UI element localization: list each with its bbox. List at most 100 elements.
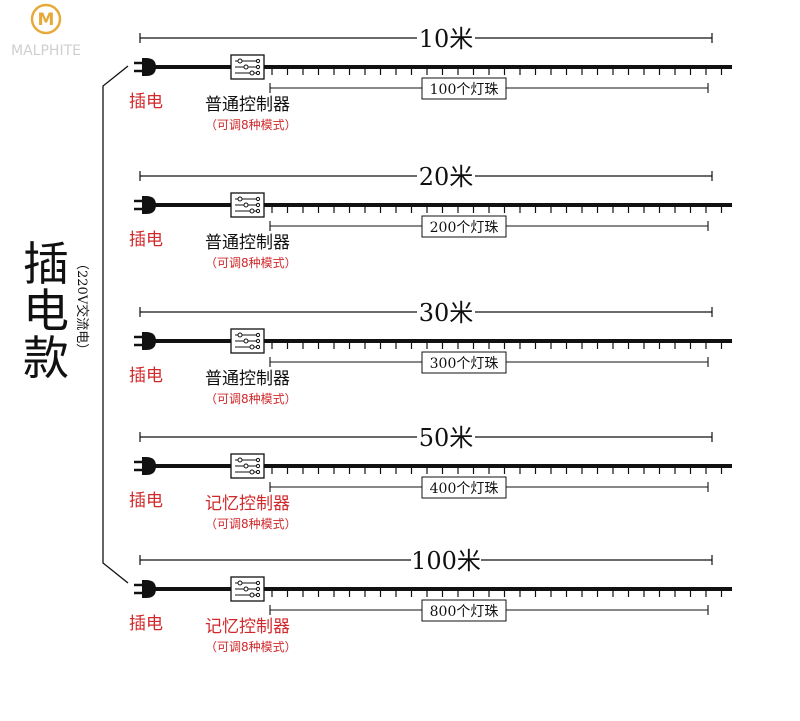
bead-ticks: [271, 341, 723, 349]
controller-modes-note: （可调8种模式）: [205, 517, 297, 531]
controller-slider-knob: [243, 586, 249, 592]
controller-slider-knob: [243, 64, 249, 70]
controller-slider-knob: [243, 463, 249, 469]
length-label-bg: [417, 24, 475, 52]
side-title-char-1: 插: [23, 237, 69, 291]
rows-container: 10米100个灯珠插电普通控制器（可调8种模式）20米200个灯珠插电普通控制器…: [129, 24, 732, 654]
plug-body: [142, 196, 156, 214]
plug-body: [142, 332, 156, 350]
plug-label: 插电: [129, 230, 163, 250]
plug-label: 插电: [129, 614, 163, 634]
controller-dot: [255, 70, 261, 76]
controller-box: [230, 54, 265, 80]
length-label: 10米: [419, 25, 474, 53]
bead-label-box: [421, 77, 507, 100]
controller-modes-note: （可调8种模式）: [205, 118, 297, 132]
plug-icon: [134, 58, 156, 76]
bead-count-label: 100个灯珠: [430, 82, 499, 98]
bead-label-box: [421, 599, 507, 622]
length-label-bg: [411, 546, 481, 574]
length-label: 20米: [419, 163, 474, 191]
controller-dot: [255, 58, 261, 64]
bead-label-box: [421, 215, 507, 238]
controller-dot: [255, 202, 261, 208]
controller-box: [230, 328, 265, 354]
bead-ticks: [271, 67, 723, 75]
controller-slider-knob: [237, 196, 243, 202]
controller-slider-knob: [243, 338, 249, 344]
controller-dot: [255, 586, 261, 592]
plug-icon: [134, 580, 156, 598]
controller-modes-note: （可调8种模式）: [205, 256, 297, 270]
bead-label-box: [421, 351, 507, 374]
controller-dot: [255, 338, 261, 344]
controller-dot: [255, 469, 261, 475]
logo-mark: M: [38, 10, 55, 30]
side-title-char-3: 款: [23, 331, 69, 385]
bead-count-label: 300个灯珠: [430, 356, 499, 372]
controller-dot: [255, 64, 261, 70]
plug-label: 插电: [129, 491, 163, 511]
controller-label: 记忆控制器: [205, 494, 290, 514]
logo-text: MALPHITE: [11, 43, 81, 59]
controller-slider-knob: [237, 58, 243, 64]
voltage-note: （220V交流电）: [74, 257, 90, 356]
controller-dot: [255, 344, 261, 350]
plug-icon: [134, 332, 156, 350]
bead-count-label: 400个灯珠: [430, 481, 499, 497]
controller-dot: [255, 196, 261, 202]
plug-body: [142, 580, 156, 598]
controller-slider-knob: [249, 70, 255, 76]
controller-slider-knob: [249, 344, 255, 350]
controller-slider-knob: [249, 208, 255, 214]
controller-modes-note: （可调8种模式）: [205, 392, 297, 406]
plug-label: 插电: [129, 92, 163, 112]
controller-box: [230, 453, 265, 479]
controller-slider-knob: [249, 469, 255, 475]
plug-label: 插电: [129, 366, 163, 386]
plug-icon: [134, 457, 156, 475]
controller-dot: [255, 208, 261, 214]
controller-dot: [255, 592, 261, 598]
controller-box: [230, 576, 265, 602]
bead-ticks: [271, 466, 723, 474]
controller-dot: [255, 463, 261, 469]
controller-dot: [255, 457, 261, 463]
controller-modes-note: （可调8种模式）: [205, 640, 297, 654]
plug-body: [142, 58, 156, 76]
length-label: 100米: [411, 547, 481, 575]
group-bracket: [102, 65, 129, 584]
length-label-bg: [417, 423, 475, 451]
controller-label: 普通控制器: [205, 95, 290, 115]
length-label: 50米: [419, 424, 474, 452]
side-title-char-2: 电: [23, 284, 69, 338]
controller-label: 记忆控制器: [205, 617, 290, 637]
controller-slider-knob: [237, 457, 243, 463]
brand-logo: M MALPHITE: [11, 3, 81, 59]
controller-label: 普通控制器: [205, 369, 290, 389]
bead-count-label: 800个灯珠: [430, 604, 499, 620]
length-label-bg: [417, 162, 475, 190]
bead-ticks: [271, 589, 723, 597]
controller-dot: [255, 332, 261, 338]
controller-box: [230, 192, 265, 218]
controller-dot: [255, 580, 261, 586]
side-title: 插 电 款: [23, 237, 69, 385]
plug-icon: [134, 196, 156, 214]
controller-slider-knob: [243, 202, 249, 208]
bead-count-label: 200个灯珠: [430, 220, 499, 236]
bead-ticks: [271, 205, 723, 213]
controller-slider-knob: [237, 332, 243, 338]
length-label: 30米: [419, 299, 474, 327]
bead-label-box: [421, 476, 507, 499]
controller-slider-knob: [249, 592, 255, 598]
controller-slider-knob: [237, 580, 243, 586]
plug-body: [142, 457, 156, 475]
controller-label: 普通控制器: [205, 233, 290, 253]
